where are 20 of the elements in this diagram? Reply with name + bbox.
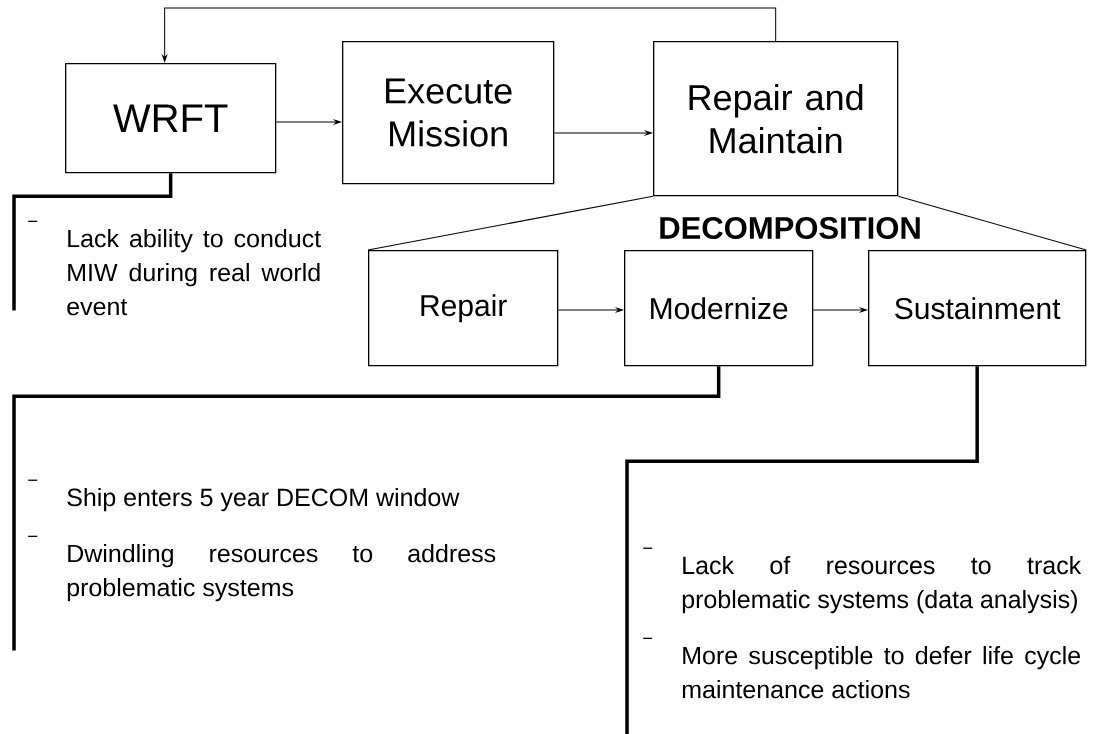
leader-line (12, 173, 173, 311)
leader-line (12, 366, 721, 651)
leader-line (625, 366, 979, 734)
process-box: Modernize (624, 250, 814, 367)
bullet-list: Lack ability to conduct MIW during real world event (27, 220, 321, 316)
arrow (812, 307, 867, 313)
process-box: WRFT (65, 63, 277, 174)
bullet-list: Ship enters 5 year DECOM window Dwindling resources to address problematic systems (27, 479, 496, 602)
arrow (553, 130, 652, 136)
arrow (557, 307, 623, 313)
arrow (275, 119, 341, 125)
process-box: Repair (368, 250, 559, 367)
connector-line (367, 195, 654, 251)
process-box: Repair and Maintain (653, 41, 899, 197)
bullet-list: Lack of resources to track problematic systems (data analysis) More susceptible to defer life cycle maintenance actions (642, 547, 1082, 699)
process-box: Sustainment (868, 250, 1087, 367)
heading-label: DECOMPOSITION (660, 217, 920, 239)
arrow (162, 7, 777, 62)
process-box: Execute Mission (342, 41, 555, 185)
connector-line (897, 195, 1087, 251)
